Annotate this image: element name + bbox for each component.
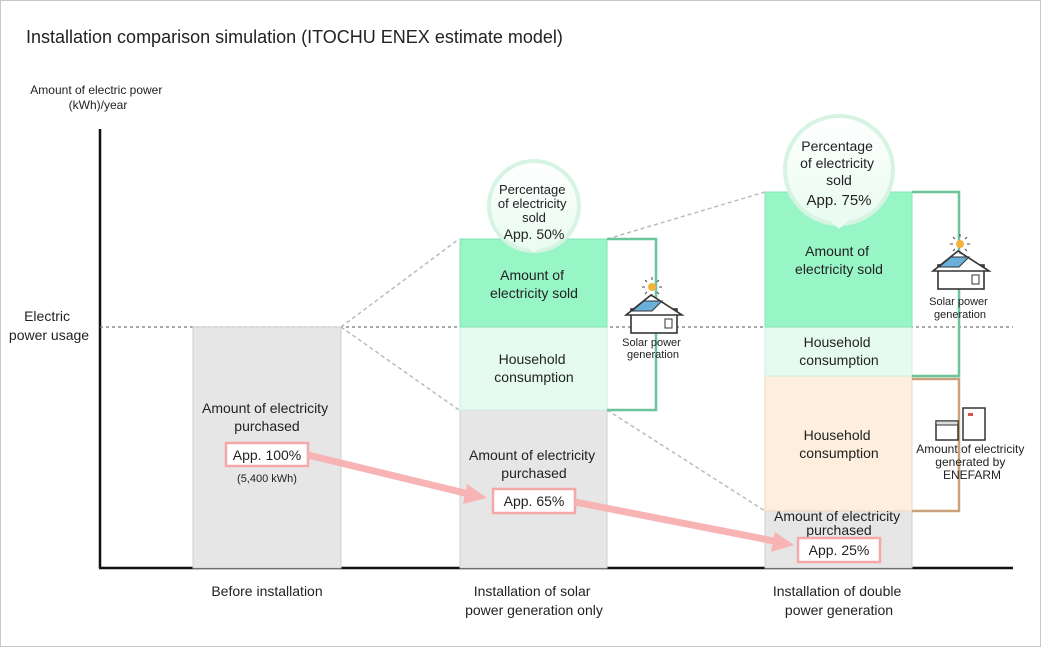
- diagram-title: Installation comparison simulation (ITOC…: [26, 27, 563, 47]
- svg-text:Percentage of electricit: Percentage of electricity sold: [800, 138, 878, 188]
- bar-sold-solar: [459, 238, 608, 328]
- bubble-sold-double: Percentage of electricity sold App. 75%: [782, 114, 895, 229]
- percent-box-before: [224, 441, 310, 468]
- solar-source-label-double: Solar power generation: [929, 296, 991, 321]
- enefarm-label-double: Amount of electricity generated by ENEFA…: [916, 442, 1027, 482]
- household-label-solar: Household consumption: [494, 351, 573, 385]
- percent-solar: App. 65%: [504, 493, 565, 509]
- svg-text:App. 50%: App. 50%: [504, 226, 565, 242]
- guide-line: [340, 238, 460, 328]
- solar-house-icon-double: [930, 234, 992, 290]
- column-label-double: Installation of double power generation: [773, 583, 905, 618]
- bar-household-solar: [459, 326, 608, 411]
- purchased-label-before: Amount of electricity purchased: [202, 400, 332, 434]
- guide-line: [340, 326, 460, 411]
- bar-household-solar-double: [764, 326, 913, 377]
- bar-household-enefarm-double: [764, 375, 913, 512]
- percent-box-solar: [491, 487, 577, 515]
- column-label-solar: Installation of solar power generation o…: [465, 583, 603, 618]
- sold-label-solar: Amount of electricity sold: [490, 267, 578, 301]
- percent-before: App. 100%: [233, 447, 302, 463]
- svg-text:App. 75%: App. 75%: [806, 192, 871, 209]
- percent-double: App. 25%: [809, 542, 870, 558]
- sold-label-double: Amount of electricity sold: [795, 243, 883, 277]
- enefarm-bracket-double: [912, 377, 961, 513]
- purchased-label-double: Amount of electricity purchased: [774, 508, 904, 538]
- decrease-arrow: [307, 451, 487, 504]
- solar-house-icon: [623, 277, 685, 334]
- svg-text:Percentage of electricit: Percentage of electricity sold: [498, 182, 570, 225]
- household-solar-label-double: Household consumption: [799, 334, 878, 368]
- bubble-sold-solar: Percentage of electricity sold App. 50%: [486, 159, 581, 253]
- purchased-label-solar: Amount of electricity purchased: [469, 447, 599, 481]
- y-axis-label: Amount of electric power (kWh)/year: [30, 83, 165, 112]
- household-enefarm-label-double: Household consumption: [799, 427, 878, 461]
- percent-box-double: [796, 536, 882, 564]
- solar-source-label-solar: Solar power generation: [622, 337, 684, 361]
- guide-line: [606, 191, 766, 240]
- decrease-arrow: [574, 498, 794, 552]
- enefarm-unit-icon: [935, 407, 986, 441]
- usage-label: Electric power usage: [9, 308, 89, 343]
- kwh-before: (5,400 kWh): [237, 473, 297, 485]
- column-label-before: Before installation: [211, 583, 322, 599]
- guide-line: [606, 409, 766, 512]
